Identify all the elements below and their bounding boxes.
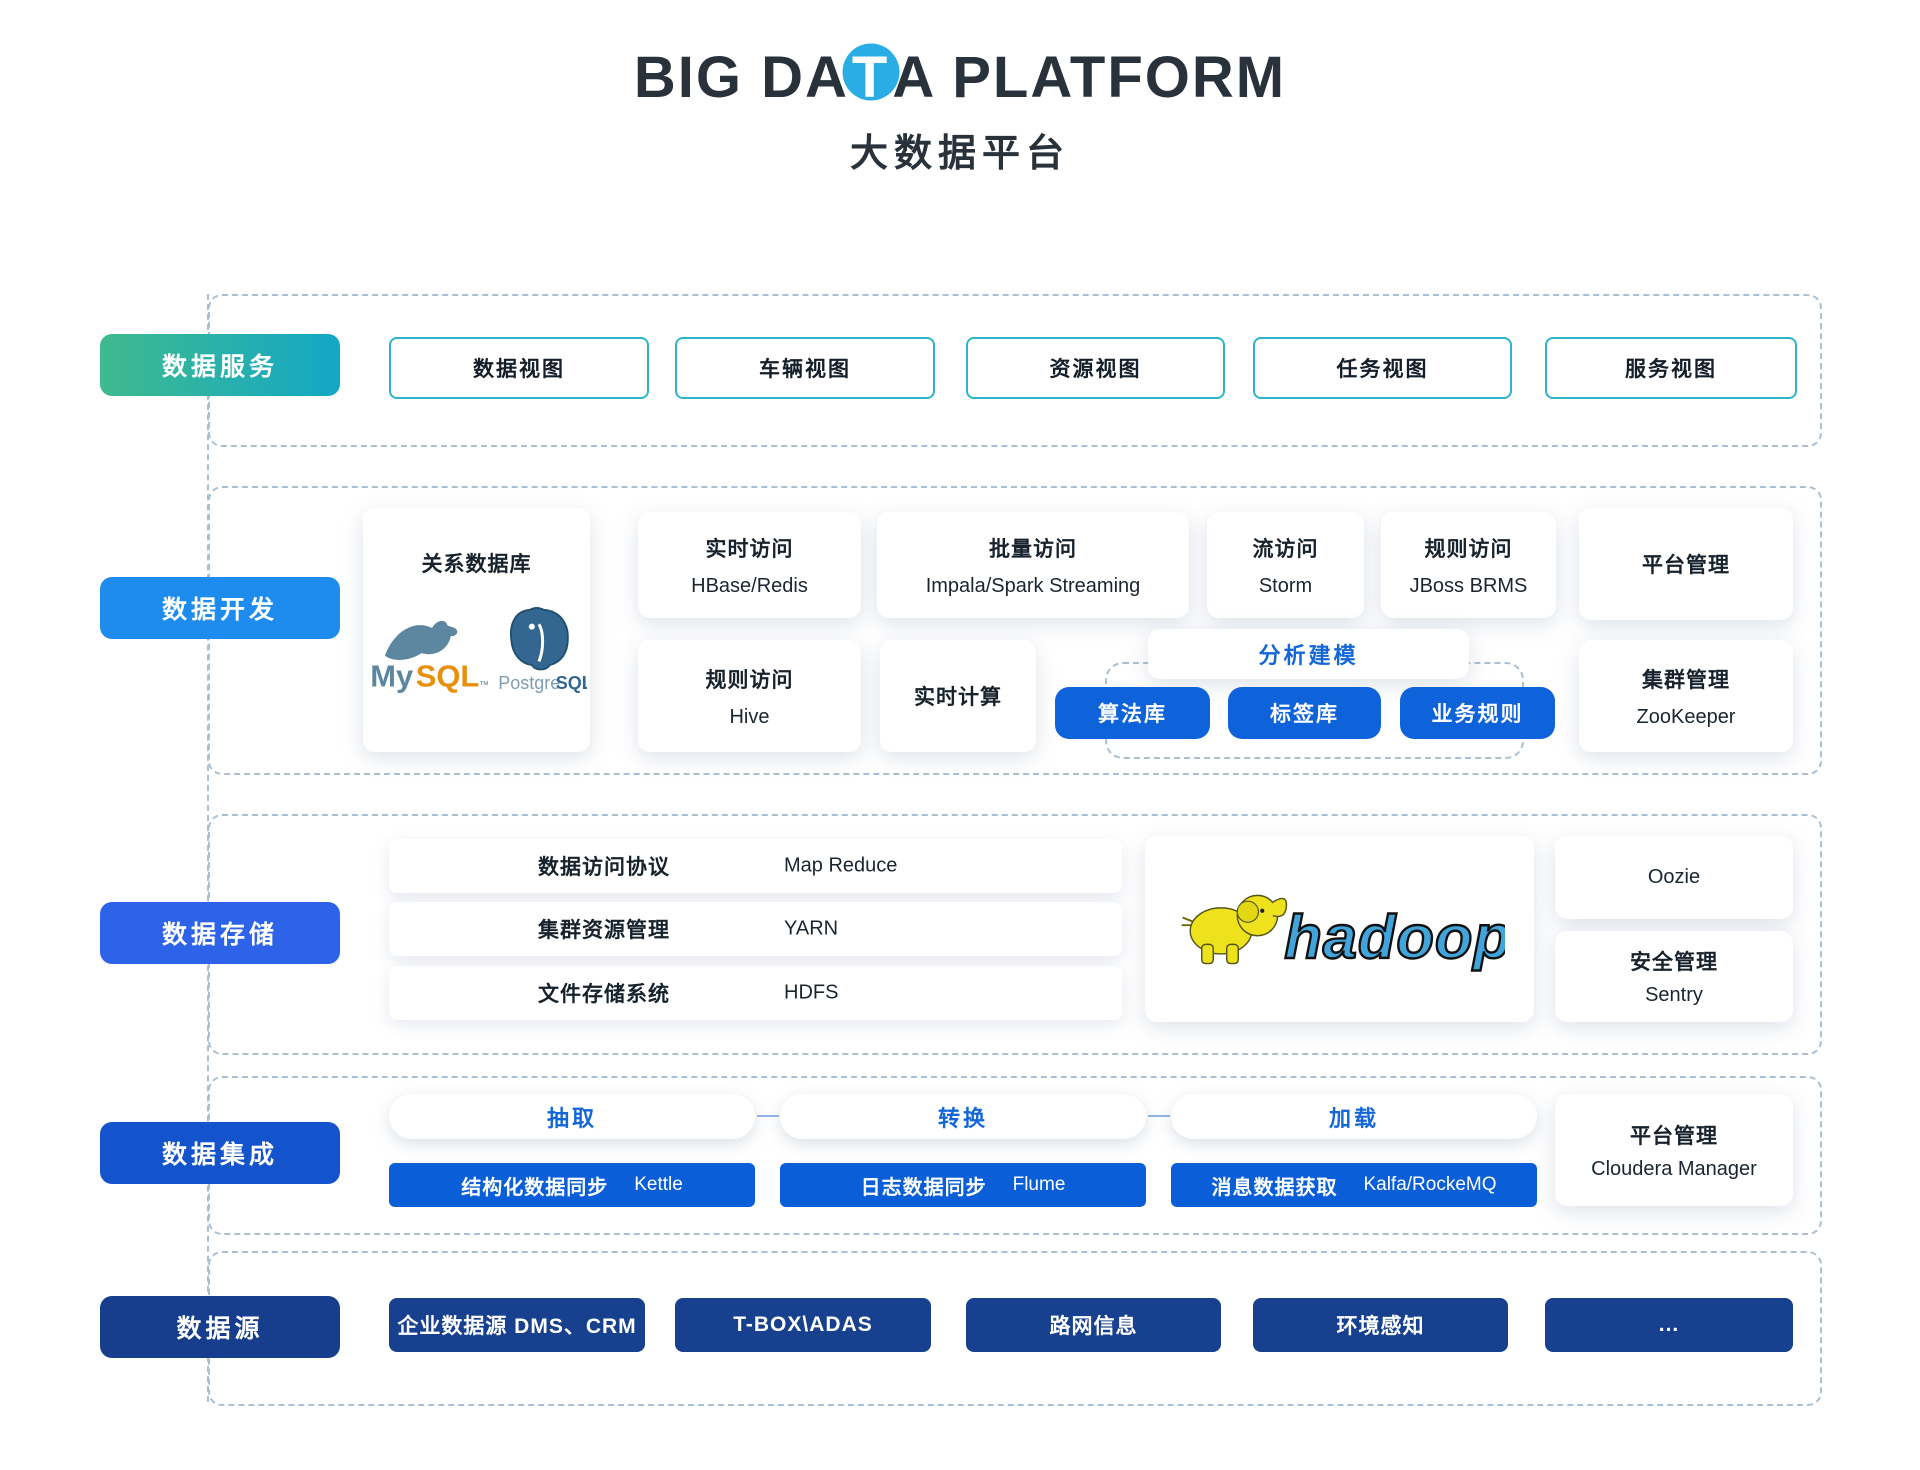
rail-data-development: 数据开发: [100, 577, 340, 639]
card-platform-management: 平台管理: [1579, 508, 1793, 620]
bar-message-fetch-mq: 消息数据获取 Kalfa/RockeMQ: [1171, 1163, 1537, 1207]
card-cloudera-manager: 平台管理 Cloudera Manager: [1555, 1094, 1793, 1206]
storage-bar-hdfs: 文件存储系统 HDFS: [389, 966, 1122, 1020]
relational-db-title: 关系数据库: [421, 553, 532, 576]
mysql-logo-icon: My SQL ™: [370, 620, 489, 694]
source-box-more: ...: [1545, 1298, 1793, 1352]
svg-text:hadoop: hadoop: [1284, 903, 1505, 972]
svg-text:SQL: SQL: [415, 659, 479, 694]
pill-extract: 抽取: [389, 1094, 755, 1139]
card-batch-access: 批量访问 Impala/Spark Streaming: [877, 512, 1189, 618]
db-logos: My SQL ™ Postgre SQL: [367, 606, 587, 694]
rail-data-integration: 数据集成: [100, 1122, 340, 1184]
pill-transform: 转换: [780, 1094, 1146, 1139]
pill-load: 加载: [1171, 1094, 1537, 1139]
button-business-rules: 业务规则: [1400, 687, 1555, 739]
storage-bar-yarn: 集群资源管理 YARN: [389, 902, 1122, 956]
svg-text:SQL: SQL: [555, 673, 586, 693]
button-tag-library: 标签库: [1228, 687, 1381, 739]
relational-db-card: 关系数据库 My SQL ™ Postgre SQL: [363, 508, 590, 752]
rail-data-services: 数据服务: [100, 334, 340, 396]
service-box-resource-view: 资源视图: [966, 337, 1225, 399]
svg-text:My: My: [370, 659, 414, 694]
service-box-vehicle-view: 车辆视图: [675, 337, 935, 399]
svg-text:Postgre: Postgre: [498, 673, 560, 693]
title-part2: A PLATFORM: [892, 45, 1287, 110]
bar-structured-sync-kettle: 结构化数据同步 Kettle: [389, 1163, 755, 1207]
title-part1: BIG DA: [633, 45, 849, 110]
button-algorithm-library: 算法库: [1055, 687, 1210, 739]
rail-data-storage: 数据存储: [100, 902, 340, 964]
postgresql-logo-icon: Postgre SQL: [498, 607, 587, 693]
page-subtitle: 大数据平台: [849, 133, 1070, 175]
source-box-enterprise: 企业数据源 DMS、CRM: [389, 1298, 645, 1352]
title-accent-circle: T: [849, 45, 892, 110]
service-box-task-view: 任务视图: [1253, 337, 1512, 399]
svg-text:™: ™: [479, 680, 489, 691]
card-cluster-management: 集群管理 ZooKeeper: [1579, 640, 1793, 752]
modeling-title-card: 分析建模: [1148, 629, 1469, 679]
card-stream-access: 流访问 Storm: [1207, 512, 1364, 618]
page-title: BIG DATA PLATFORM: [0, 44, 1920, 111]
storage-bar-mapreduce: 数据访问协议 Map Reduce: [389, 839, 1122, 893]
card-oozie: Oozie: [1555, 836, 1793, 919]
source-box-tbox-adas: T-BOX\ADAS: [675, 1298, 931, 1352]
card-rule-access-hive: 规则访问 Hive: [638, 640, 861, 752]
service-box-service-view: 服务视图: [1545, 337, 1797, 399]
source-box-environment: 环境感知: [1253, 1298, 1508, 1352]
service-box-data-view: 数据视图: [389, 337, 649, 399]
hadoop-logo-icon: hadoop: [1181, 894, 1505, 973]
card-security-sentry: 安全管理 Sentry: [1555, 931, 1793, 1022]
hadoop-card: hadoop: [1145, 836, 1534, 1022]
card-realtime-access: 实时访问 HBase/Redis: [638, 512, 861, 618]
bar-log-sync-flume: 日志数据同步 Flume: [780, 1163, 1146, 1207]
card-realtime-compute: 实时计算: [880, 640, 1036, 752]
rail-data-sources: 数据源: [100, 1296, 340, 1358]
connector-transform-load: [1148, 1115, 1170, 1117]
card-rule-access-brms: 规则访问 JBoss BRMS: [1381, 512, 1556, 618]
source-box-road-info: 路网信息: [966, 1298, 1221, 1352]
connector-extract-transform: [757, 1115, 779, 1117]
